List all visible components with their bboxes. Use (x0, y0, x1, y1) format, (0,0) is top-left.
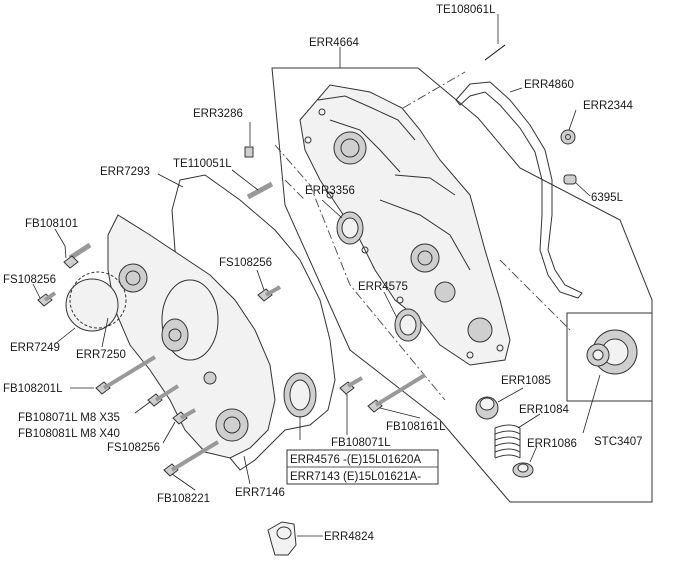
bolt-fs108256-mid (257, 285, 281, 302)
bolt-fb108161l (367, 373, 427, 413)
bolt-fb108071l (339, 376, 363, 395)
label-err4664: ERR4664 (309, 37, 359, 49)
label-stc3407: STC3407 (594, 436, 643, 448)
relief-valve-spring (494, 424, 521, 459)
label-err3356: ERR3356 (305, 185, 355, 197)
bracket-err4824 (267, 521, 297, 556)
camshaft-seal (336, 211, 364, 245)
label-fs108256-low: FS108256 (107, 442, 160, 454)
label-err2344: ERR2344 (583, 100, 633, 112)
alignment-line-1 (402, 71, 466, 109)
stud-te108061l (484, 44, 506, 61)
alignment-line-2 (274, 144, 446, 401)
gasket-strip (455, 81, 583, 299)
label-te110051l: TE110051L (173, 158, 232, 170)
crankshaft-front-seal (283, 372, 317, 418)
relief-valve-plunger (475, 396, 499, 420)
label-fb108071l-m8: FB108071L M8 X35 (18, 412, 120, 424)
label-fb108201l: FB108201L (3, 383, 63, 395)
bolt-fb108201l (95, 355, 157, 395)
leader-lines (32, 14, 601, 537)
dowel-6395l (563, 174, 577, 185)
label-err7249: ERR7249 (10, 342, 60, 354)
bolt-fs108256-low (172, 408, 196, 425)
label-err1084: ERR1084 (519, 404, 569, 416)
relief-valve-plug (512, 462, 534, 478)
label-fb108221: FB108221 (157, 493, 210, 505)
label-fb108081l-m8: FB108081L M8 X40 (18, 428, 120, 440)
label-err3286: ERR3286 (193, 108, 243, 120)
seal-err4575 (394, 308, 422, 342)
label-6395l: 6395L (591, 192, 624, 204)
label-fs108256-mid: FS108256 (219, 257, 272, 269)
label-err1085: ERR1085 (501, 375, 551, 387)
label-err1086: ERR1086 (527, 438, 577, 450)
label-err4824: ERR4824 (324, 531, 374, 543)
stud-te110051l (246, 181, 274, 200)
label-err7143: ERR7143 (E)15L01621A- (290, 471, 421, 483)
oil-pump-rotor (586, 329, 638, 375)
washer-err2344 (560, 129, 576, 145)
dowel-err3286 (244, 146, 254, 158)
label-fb108161l: FB108161L (386, 421, 446, 433)
label-fb108101: FB108101 (25, 218, 78, 230)
label-fs108256-left: FS108256 (3, 274, 56, 286)
bolt-fs108256-left (37, 291, 57, 307)
label-err4860: ERR4860 (524, 79, 574, 91)
access-cover-plate (65, 271, 127, 332)
label-err7293: ERR7293 (100, 166, 150, 178)
bolt-fb108101 (63, 242, 92, 269)
label-fb108071l: FB108071L (331, 437, 391, 449)
label-err7146: ERR7146 (235, 487, 285, 499)
front-timing-cover (107, 214, 276, 459)
bolt-fb108071l-m8 (147, 384, 180, 407)
alignment-line-3 (499, 259, 571, 331)
label-err4576: ERR4576 -(E)15L01620A (290, 454, 421, 466)
label-err7250: ERR7250 (76, 349, 126, 361)
oil-pump-frame (566, 312, 653, 402)
label-err4575: ERR4575 (358, 281, 408, 293)
alignment-line-4 (284, 179, 306, 201)
bolt-fb108221 (163, 440, 220, 477)
label-te108061l: TE108061L (436, 4, 496, 16)
